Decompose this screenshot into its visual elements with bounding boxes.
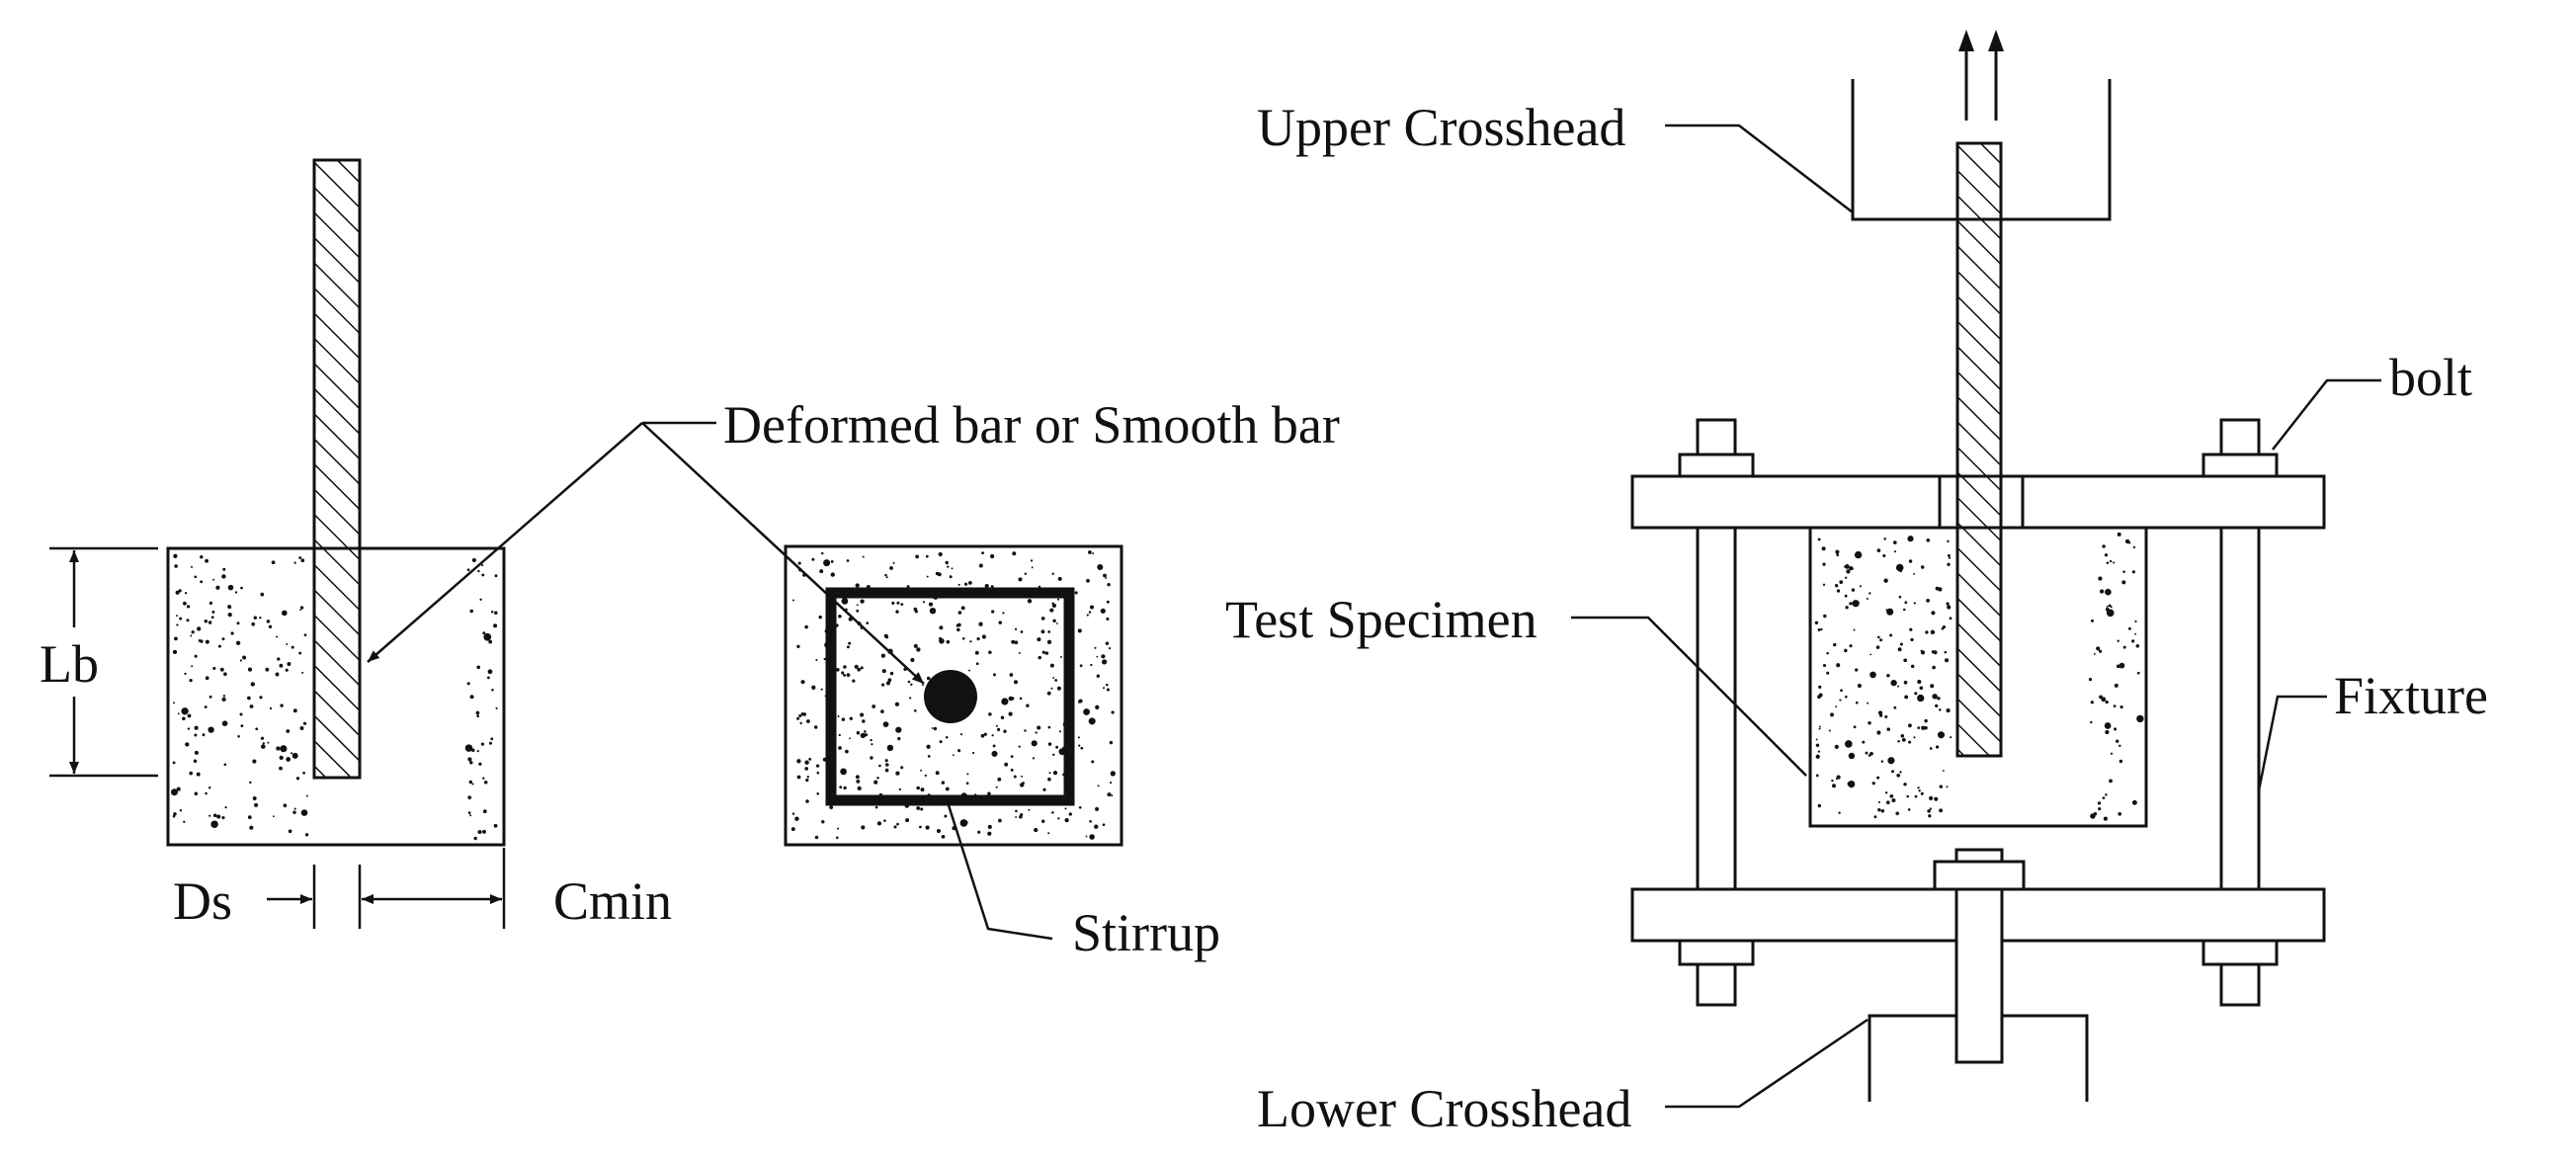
embedded-bar-test [1955, 141, 2003, 758]
plan-section-view: Stirrup [784, 544, 1220, 962]
concrete-texture [1814, 532, 2144, 821]
embed-length-dimension: Lb [40, 546, 158, 778]
fixture-label: Fixture [2334, 666, 2488, 725]
lower-crosshead-leader [1665, 1018, 1869, 1109]
test-specimen-label: Test Specimen [1225, 590, 1537, 649]
min-cover-label: Cmin [553, 871, 672, 931]
lower-grip-rod [1933, 848, 2026, 1064]
test-setup-view: Upper Crosshead Lower Crosshead [1225, 30, 2488, 1138]
stirrup-leader [947, 804, 1053, 941]
bar-diameter-label: Ds [173, 871, 232, 931]
stirrup-loop [825, 587, 1075, 806]
bar-type-leader: Deformed bar or Smooth bar [367, 395, 1340, 685]
concrete-texture [170, 553, 498, 841]
stirrup-label: Stirrup [1072, 903, 1220, 962]
upper-crosshead-leader [1665, 124, 1854, 213]
test-specimen-leader [1571, 616, 1807, 777]
fixture-leader [2257, 695, 2327, 791]
bolt-leader [2272, 378, 2381, 451]
diameter-cover-dimension: Ds Cmin [173, 848, 672, 931]
upper-crosshead-label: Upper Crosshead [1257, 98, 1625, 157]
concrete-block-side [166, 546, 506, 847]
bar-type-label: Deformed bar or Smooth bar [723, 395, 1340, 455]
bolt-label: bolt [2389, 348, 2472, 407]
lower-crosshead-label: Lower Crosshead [1257, 1079, 1631, 1138]
side-section-view: Lb Ds Cmin [40, 158, 672, 931]
embed-length-label: Lb [40, 634, 99, 694]
bar-cross-section [924, 670, 977, 723]
embedded-bar-side [312, 158, 362, 780]
